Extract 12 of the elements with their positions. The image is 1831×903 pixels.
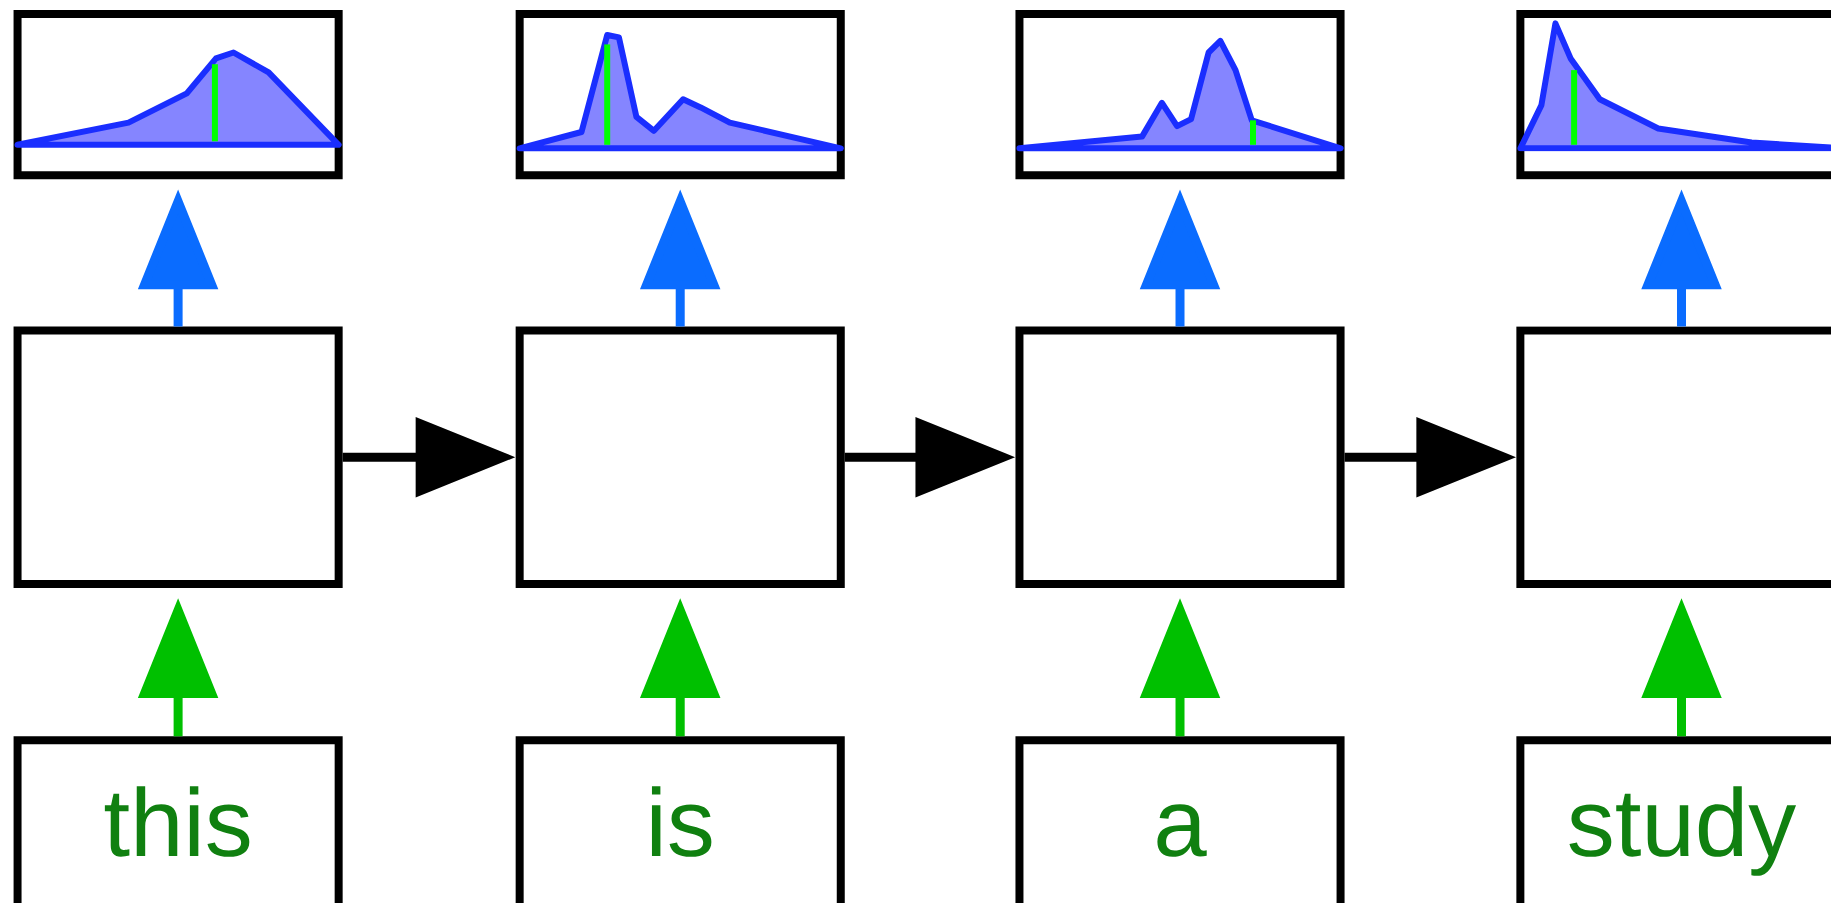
word-box: study: [1516, 736, 1831, 903]
word-box: is: [515, 736, 845, 903]
hidden-state-box: [515, 326, 845, 588]
hidden-state-box: [1516, 326, 1831, 588]
density-plot-drawing: [1516, 10, 1831, 180]
hidden-state-box: [13, 326, 343, 588]
density-plot-drawing: [13, 10, 343, 180]
word-box: this: [13, 736, 343, 903]
word-box: a: [1015, 736, 1345, 903]
density-plot-drawing: [515, 10, 845, 180]
hidden-state-box: [1015, 326, 1345, 588]
density-plot-drawing: [1015, 10, 1345, 180]
